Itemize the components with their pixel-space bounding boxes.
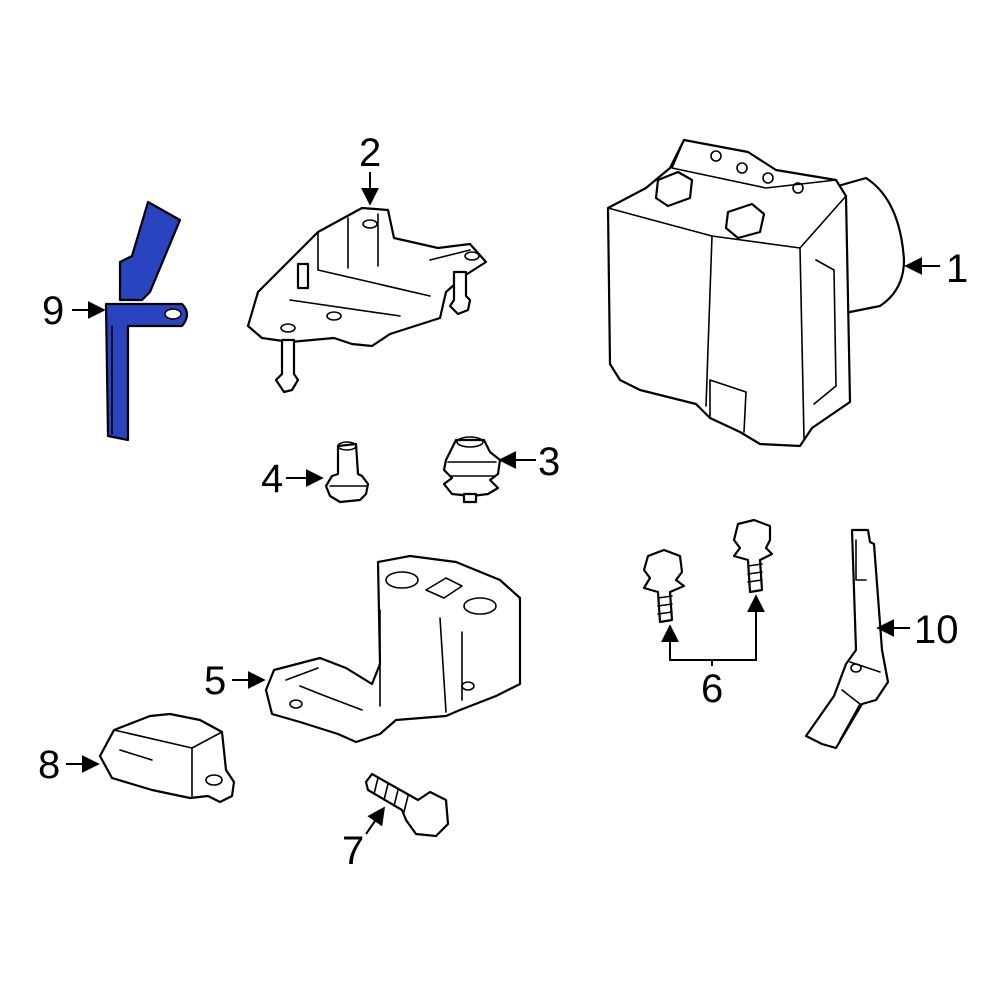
part-1-abs-module[interactable] [606,138,906,448]
part-5-bracket[interactable] [264,554,522,744]
callout-2: 2 [359,131,381,175]
leader-7 [365,806,386,835]
part-9-sensor[interactable] [104,200,189,442]
part-3-grommet[interactable] [442,436,502,504]
leader-6a [661,624,713,662]
callout-1: 1 [946,247,968,291]
callout-6: 6 [701,667,723,711]
part-7-bolt[interactable] [364,772,450,838]
callout-7: 7 [342,829,364,873]
part-4-stud[interactable] [324,441,370,504]
leader-lines [66,172,940,835]
callout-8: 8 [38,743,60,787]
callout-4: 4 [261,457,283,501]
callout-3: 3 [538,440,560,484]
leader-6b [712,594,765,661]
part-10-strap[interactable] [804,528,890,750]
part-2-bracket[interactable] [246,206,488,394]
callout-10: 10 [914,608,959,652]
callout-9: 9 [42,289,64,333]
callout-labels: 1 2 3 4 5 6 7 8 9 10 [38,131,968,873]
part-8-sensor-module[interactable] [98,712,236,804]
part-6-bolts[interactable] [642,518,774,624]
callout-5: 5 [204,659,226,703]
